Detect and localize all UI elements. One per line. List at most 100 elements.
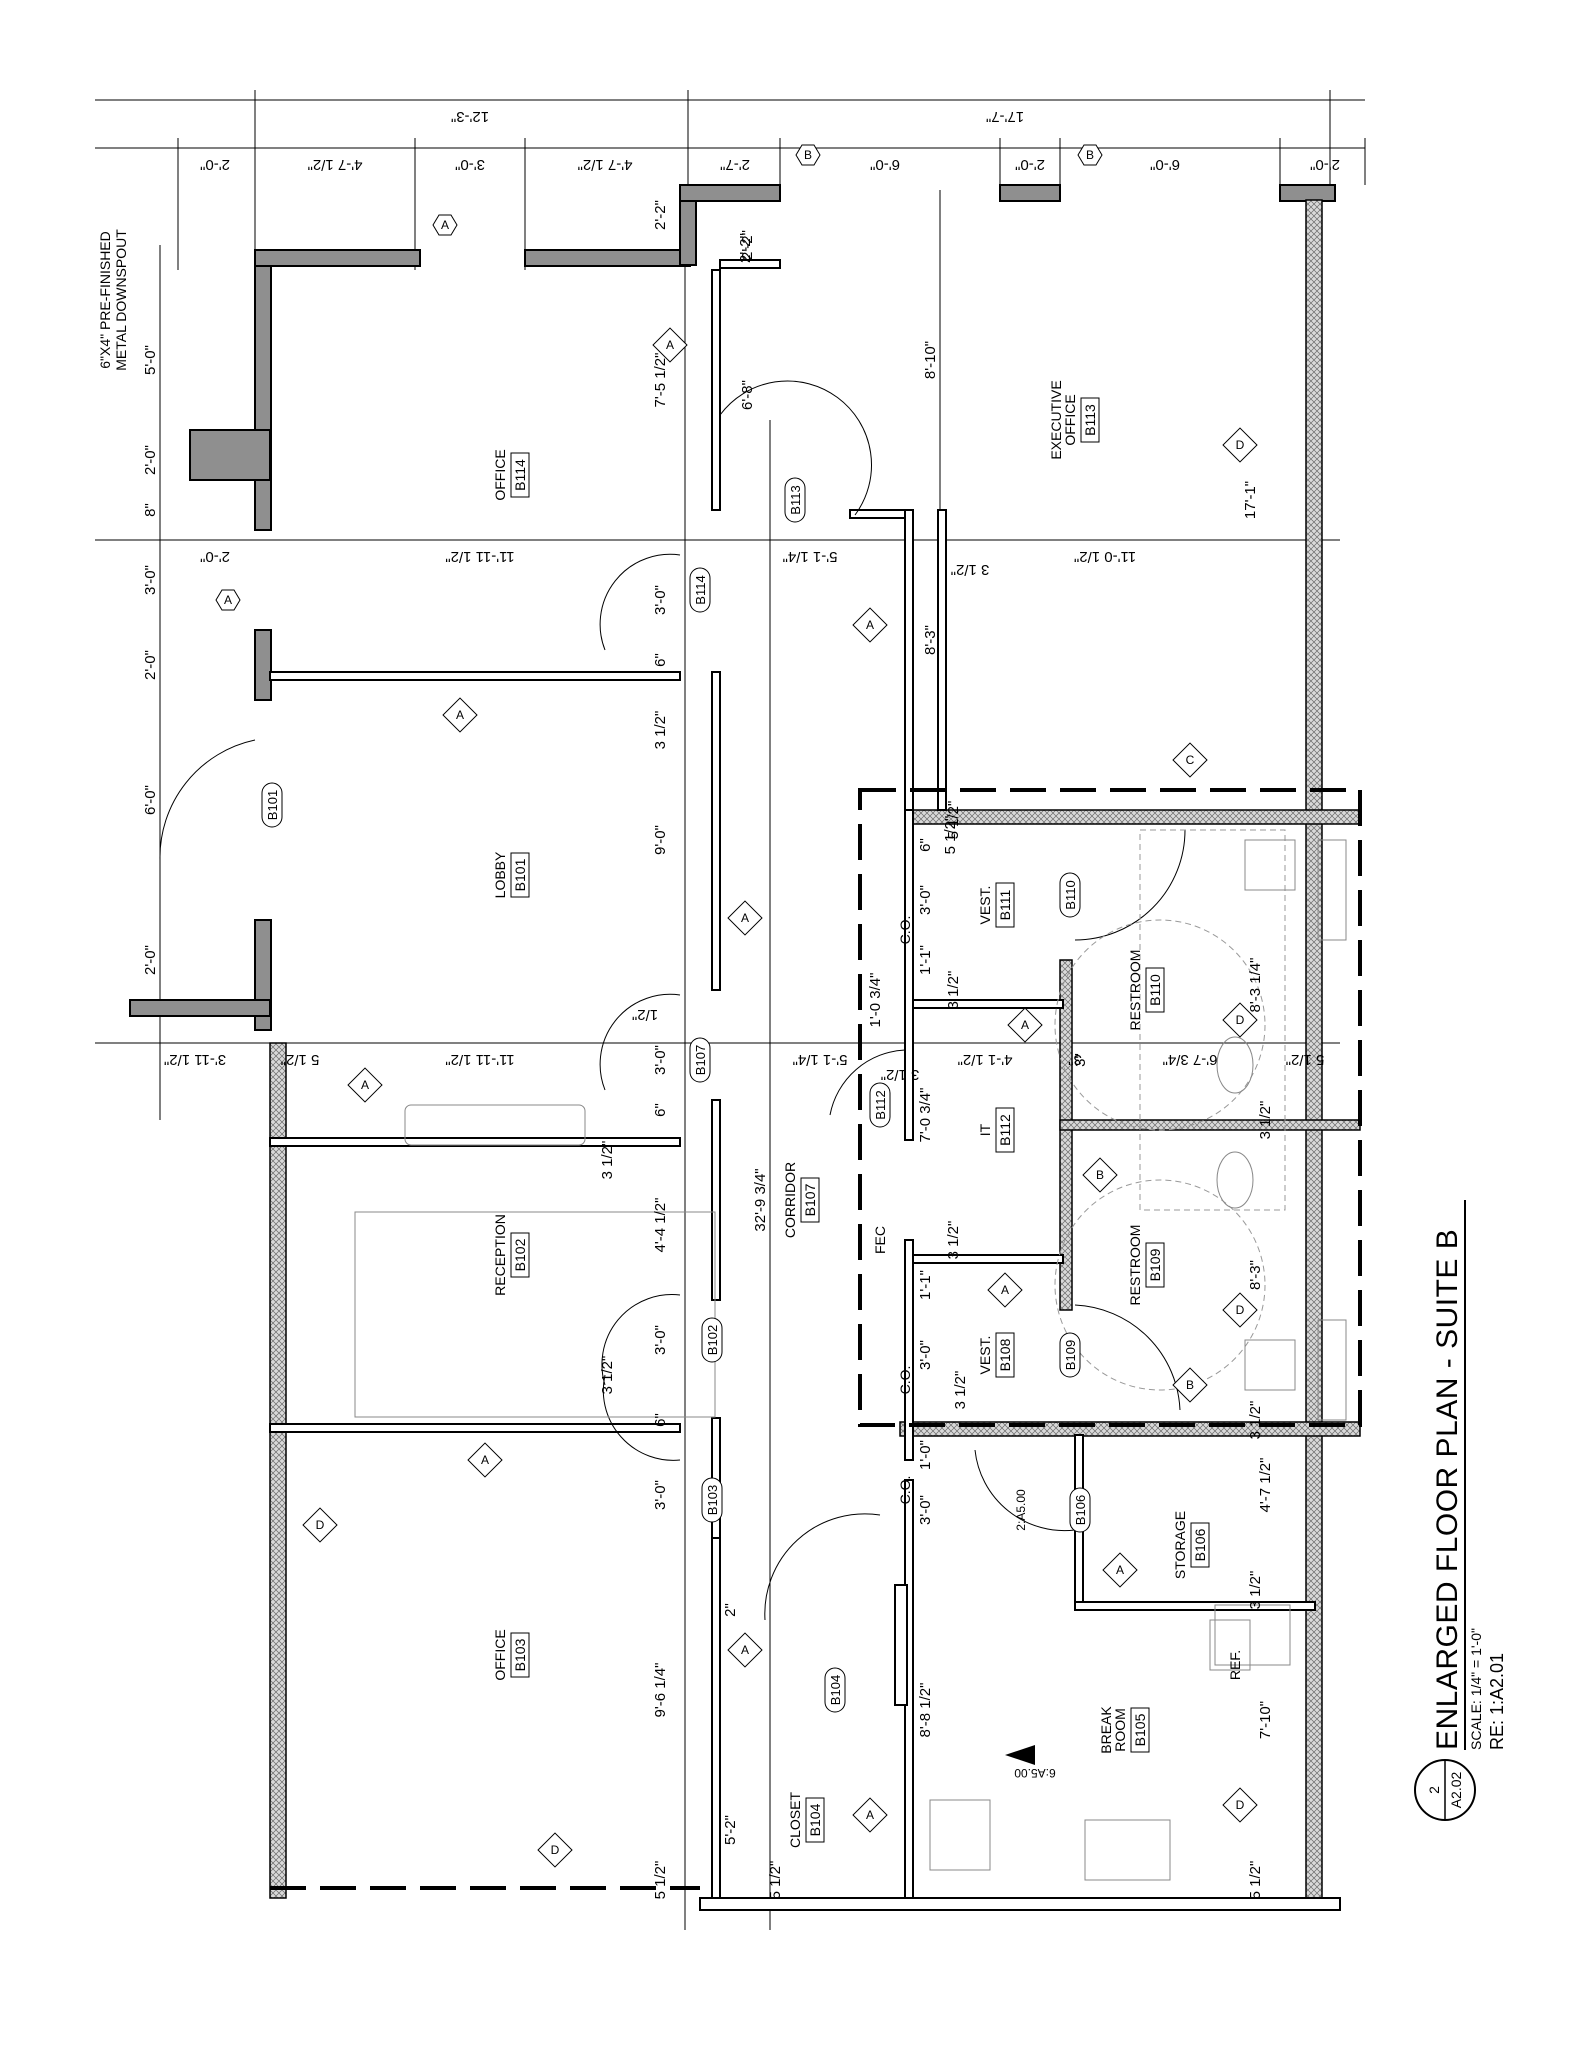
room-restroom-b110: RESTROOM B110 [1127,950,1165,1030]
wall-tag-a: A [652,327,688,363]
svg-text:B113: B113 [1082,404,1098,436]
door-tags: B114 B113 B101 B107 B112 B102 B103 B104 … [261,477,1091,1713]
dim: 3 1/2" [945,971,962,1010]
svg-text:B108: B108 [997,1338,1013,1371]
svg-text:B111: B111 [997,889,1013,920]
room-vest-b108: VEST. B108 [977,1332,1015,1378]
door-tag-b107: B107 [689,1037,711,1083]
window-tag-a: A [215,589,241,611]
dim: 2'-0" [142,945,159,975]
svg-text:CORRIDOR: CORRIDOR [782,1162,798,1238]
door-tag-b114: B114 [689,567,711,613]
svg-text:LOBBY: LOBBY [492,851,508,898]
svg-text:B106: B106 [1192,1528,1208,1561]
dim: 9'-6 1/4" [652,1663,669,1718]
dim: 3 1/2" [952,1371,969,1410]
room-vest-b111: VEST. B111 [977,882,1015,928]
svg-text:A: A [741,1643,749,1657]
dim: 6'-8" [739,380,756,410]
svg-text:B102: B102 [705,1325,720,1355]
dim: 2'-2" [737,233,754,263]
wall-tag-d: D [1222,1002,1258,1038]
wall-tag-a: A [987,1272,1023,1308]
exterior-walls [129,184,1336,1031]
wall-tag-a: A [852,607,888,643]
svg-text:EXECUTIVE: EXECUTIVE [1048,380,1064,459]
svg-text:B112: B112 [873,1090,888,1119]
dim: 6'-0" [870,156,900,173]
wall-tag-a: A [1007,1007,1043,1043]
cleanout-label: C.O. [897,1476,913,1505]
dim: 6" [917,838,934,852]
dim: 3'-0" [652,1325,669,1355]
svg-text:VEST.: VEST. [977,886,993,925]
svg-text:B: B [804,148,812,162]
svg-text:B110: B110 [1063,880,1078,909]
door-tag-b110: B110 [1059,872,1081,918]
svg-text:D: D [551,1843,560,1857]
dim: 12'-3" [451,108,489,125]
room-corridor-b107: CORRIDOR B107 [782,1162,820,1238]
svg-text:OFFICE: OFFICE [1062,394,1078,445]
svg-text:B114: B114 [512,459,528,491]
dim: 6'-0" [1150,156,1180,173]
svg-text:6:A5.00: 6:A5.00 [1014,1766,1056,1780]
dim: 8'-3" [1247,1260,1264,1290]
cleanout-label: C.O. [897,916,913,945]
svg-text:B: B [1186,1378,1194,1392]
dim: 3" [1068,1051,1082,1068]
dim: 4'-7 1/2" [578,156,633,173]
dim: 2'-2" [739,230,756,260]
dim: 5 1/2" [942,816,959,855]
dim: 3'-0" [652,585,669,615]
restroom-core-boundary [858,788,1362,1427]
door-tag-b106: B106 [1069,1487,1091,1533]
drawing-number: 2 [1426,1786,1442,1794]
wall-tag-d: D [1222,1787,1258,1823]
window-tag-a: A [432,214,458,236]
dim: 3 1/2" [652,711,669,750]
dim: 1'-1" [917,945,934,975]
dim: 5'-1 1/4" [783,548,838,565]
svg-text:B107: B107 [802,1183,818,1216]
dim: 2'-0" [1015,156,1045,173]
elevation-callout: 6:A5.00 [1005,1745,1056,1780]
dim: 2'-0" [200,156,230,173]
svg-text:A: A [866,618,874,632]
dim: 2'-7" [720,156,750,173]
svg-text:B104: B104 [807,1803,823,1836]
wall-tag-c: C [1172,742,1208,778]
svg-text:A: A [1001,1283,1009,1297]
downspout-note: 6"X4" PRE-FINISHED METAL DOWNSPOUT [97,229,129,371]
dim: 3 1/2" [1247,1571,1264,1610]
dim: 3 1/2" [945,1221,962,1260]
svg-text:A: A [456,708,464,722]
dim: 6" [652,1103,669,1117]
svg-text:B103: B103 [512,1638,528,1671]
wall-tag-d: D [537,1832,573,1868]
dim: 5'-0" [142,345,159,375]
room-restroom-b109: RESTROOM B109 [1127,1225,1165,1305]
dim: 3'-0" [652,1480,669,1510]
dim: 1'-0" [917,1440,934,1470]
fixtures [354,829,1347,1881]
wall-tag-a: A [467,1442,503,1478]
wall-tag-a: A [1102,1552,1138,1588]
svg-text:OFFICE: OFFICE [492,1629,508,1680]
svg-text:ROOM: ROOM [1112,1708,1128,1752]
dim: 4'-4 1/2" [652,1198,669,1253]
svg-text:B109: B109 [1147,1248,1163,1281]
room-labels: OFFICE B114 EXECUTIVE OFFICE B113 LOBBY … [492,380,1210,1848]
dim: 5 1/2" [945,801,962,840]
top-dimension-lines [95,90,1366,1930]
room-it-b112: IT B112 [977,1107,1015,1153]
door-tag-b102: B102 [701,1317,723,1363]
fec-label: FEC [872,1226,888,1254]
dim: 2'-0" [1310,156,1340,173]
dim: 2'-2" [652,200,669,230]
room-reception-b102: RECEPTION B102 [492,1214,530,1296]
room-break-room-b105: BREAK ROOM B105 [1098,1706,1150,1754]
room-office-b103: OFFICE B103 [492,1629,530,1681]
dim: 5 1/2" [652,1861,669,1900]
